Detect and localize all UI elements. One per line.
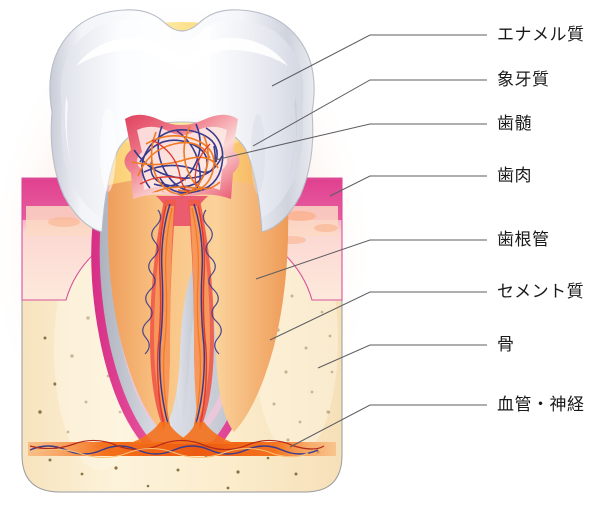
leader-pulp [214, 123, 487, 161]
label-enamel: エナメル質 [497, 25, 585, 44]
leader-vessel-nerve [289, 404, 487, 448]
leader-cementum [269, 291, 487, 341]
label-pulp: 歯髄 [497, 114, 532, 133]
leader-root-canal [255, 239, 487, 280]
vessel-nerve-bundle [28, 422, 336, 458]
label-bone: 骨 [497, 335, 515, 354]
label-dentin: 象牙質 [497, 70, 550, 89]
enamel-layer [49, 9, 315, 233]
leader-enamel [271, 34, 487, 87]
leader-bone [317, 344, 487, 369]
label-root-canal: 歯根管 [497, 230, 550, 249]
label-vessel-nerve: 血管・神経 [497, 395, 585, 414]
leader-dentin [252, 79, 487, 147]
canal-contents [156, 203, 208, 429]
leader-lines [214, 34, 487, 448]
label-cementum: セメント質 [497, 282, 585, 301]
root-canal-system [142, 200, 222, 430]
label-gingiva: 歯肉 [497, 166, 532, 185]
leader-gingiva [329, 175, 487, 197]
